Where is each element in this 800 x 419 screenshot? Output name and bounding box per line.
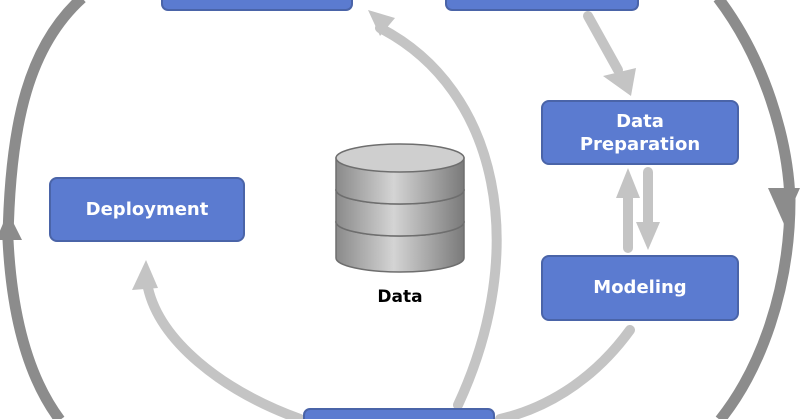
outer-cycle-right-arrowhead xyxy=(768,188,800,224)
process-boxes: Data Preparation Modeling Deployment xyxy=(49,0,739,419)
flow-arrowhead-bottom-to-top xyxy=(368,10,395,36)
inner-flow xyxy=(132,10,660,419)
flow-arrowhead-modeling-to-prep xyxy=(616,168,640,198)
deployment-label: Deployment xyxy=(86,199,209,220)
flow-arrow-modeling-to-bottom xyxy=(495,325,635,419)
modeling-label: Modeling xyxy=(593,277,686,298)
flow-arrowhead-prep-to-modeling xyxy=(636,222,660,250)
flow-arrow-to-data-preparation xyxy=(583,11,623,75)
top-right-box xyxy=(445,0,639,11)
deployment-box: Deployment xyxy=(49,177,245,242)
top-left-box xyxy=(161,0,353,11)
outer-cycle-left-arrowhead xyxy=(0,212,22,240)
database-label: Data xyxy=(377,287,422,307)
data-preparation-line1: Data xyxy=(616,111,664,132)
flow-arrowhead-to-deployment xyxy=(132,260,158,290)
data-preparation-line2: Preparation xyxy=(580,134,700,155)
data-preparation-box: Data Preparation xyxy=(541,100,739,165)
database-icon xyxy=(335,143,465,273)
bottom-box xyxy=(303,408,495,419)
flow-arrowhead-to-data-preparation xyxy=(603,68,636,96)
flow-arrow-to-deployment xyxy=(143,283,305,419)
flow-arrow-bottom-to-top xyxy=(375,23,502,410)
modeling-box: Modeling xyxy=(541,255,739,321)
